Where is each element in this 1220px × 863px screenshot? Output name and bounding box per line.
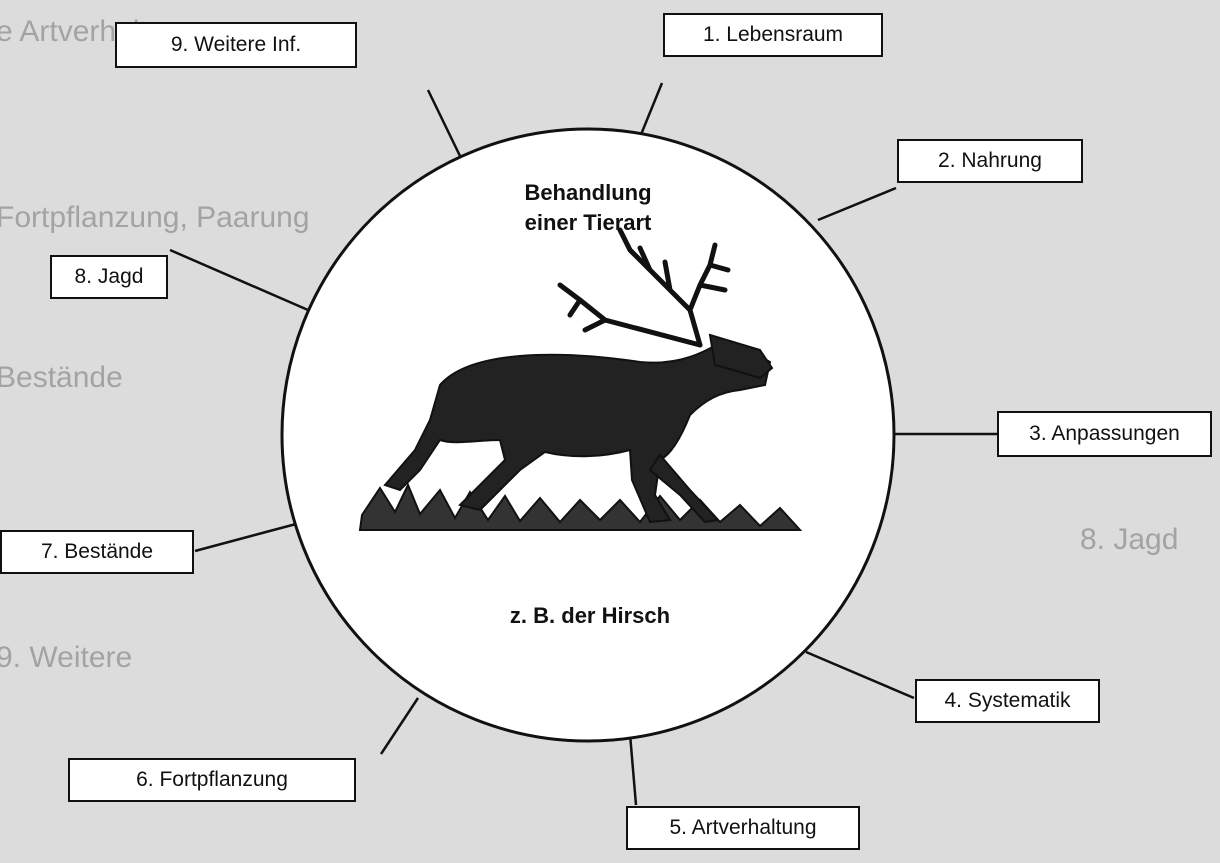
connector-fortpflanzung [379, 697, 420, 755]
background-text-line: Bestände [0, 361, 123, 394]
background-text-line: 8. Jagd [1080, 523, 1179, 556]
box-fortpflanzung: 6. Fortpflanzung [68, 758, 356, 802]
connector-artverhaltung [628, 733, 638, 806]
box-systematik: 4. Systematik [915, 679, 1100, 723]
connector-nahrung [817, 186, 897, 222]
box-jagd: 8. Jagd [50, 255, 168, 299]
connector-lines [169, 82, 997, 806]
deer-stag-illustration [358, 227, 803, 531]
box-bestaende: 7. Bestände [0, 530, 194, 574]
title-line-1: Behandlung [524, 180, 652, 205]
box-anpassungen: 3. Anpassungen [997, 411, 1212, 457]
box-lebensraum: 1. Lebensraum [663, 13, 883, 57]
connector-weitere [426, 89, 462, 157]
diagram-title: Behandlung einer Tierart [478, 178, 698, 238]
box-weitere: 9. Weitere Inf. [115, 22, 357, 68]
example-caption: z. B. der Hirsch [509, 603, 671, 628]
box-nahrung: 2. Nahrung [897, 139, 1083, 183]
background-text-line: Fortpflanzung, Paarung [0, 201, 310, 234]
connector-systematik [805, 650, 915, 700]
connector-jagd [169, 248, 309, 312]
background-text-line: 9. Weitere [0, 641, 133, 674]
box-artverhaltung: 5. Artverhaltung [626, 806, 860, 850]
connector-lebensraum [638, 82, 664, 138]
title-line-2: einer Tierart [524, 210, 652, 235]
connector-bestaende [194, 522, 297, 553]
